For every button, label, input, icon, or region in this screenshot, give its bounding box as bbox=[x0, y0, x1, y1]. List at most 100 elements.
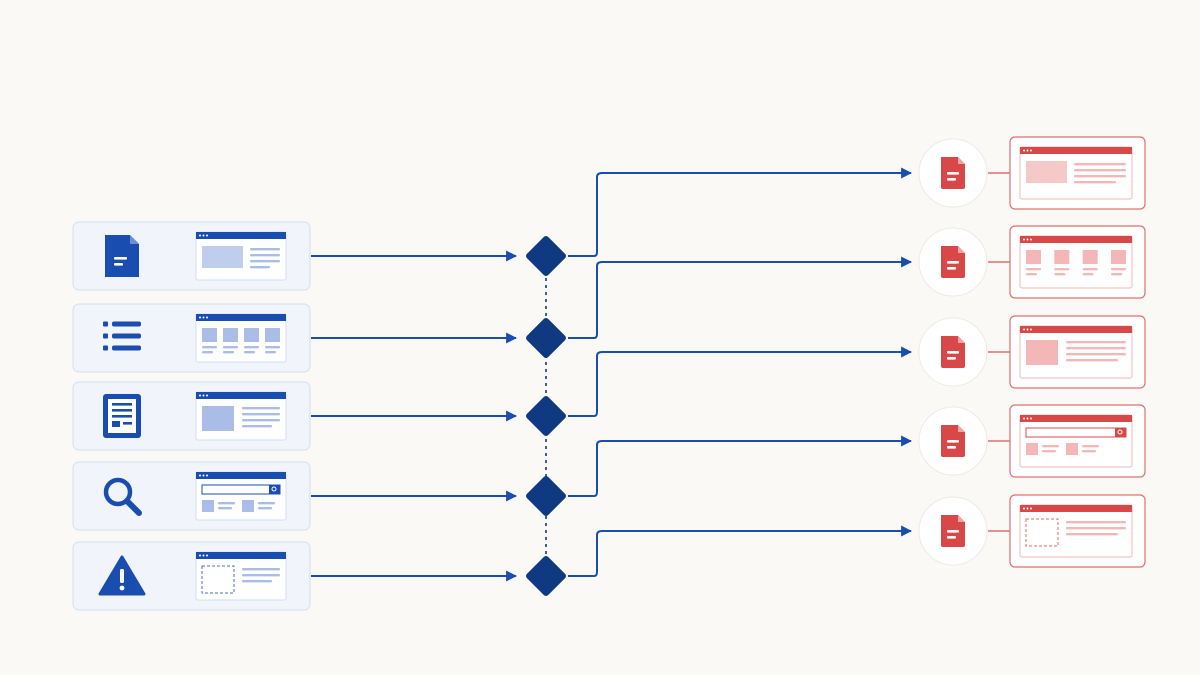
page-frame bbox=[195, 471, 287, 521]
window-dot bbox=[199, 394, 201, 397]
document-body bbox=[105, 235, 139, 277]
window-dot bbox=[199, 554, 201, 557]
window-dot bbox=[206, 474, 208, 477]
source-card bbox=[72, 221, 311, 291]
text-line bbox=[1066, 359, 1118, 362]
text-line bbox=[1054, 268, 1070, 271]
window-dot bbox=[1030, 507, 1032, 510]
window-dot bbox=[1026, 507, 1029, 510]
target-item bbox=[918, 494, 1146, 568]
file-line bbox=[947, 536, 956, 539]
source-page-thumbnail bbox=[195, 231, 287, 281]
text-line bbox=[1082, 273, 1094, 276]
result-thumb bbox=[1026, 443, 1038, 455]
file-line bbox=[947, 446, 956, 449]
file-line bbox=[947, 357, 956, 360]
text-line bbox=[1074, 163, 1126, 166]
grid-tile bbox=[244, 328, 259, 342]
warning-icon bbox=[98, 555, 146, 596]
text-line bbox=[1054, 273, 1066, 276]
target-item bbox=[918, 136, 1146, 210]
text-line bbox=[1074, 169, 1126, 172]
document-line bbox=[114, 263, 123, 266]
window-dot bbox=[206, 234, 208, 237]
search-box-icon bbox=[1117, 429, 1123, 435]
search-box bbox=[1025, 427, 1127, 438]
text-line bbox=[250, 260, 280, 263]
text-line bbox=[242, 425, 272, 428]
file-icon bbox=[918, 227, 988, 297]
search-icon bbox=[103, 477, 142, 516]
text-line bbox=[1111, 273, 1122, 276]
text-line bbox=[258, 502, 275, 505]
text-line bbox=[250, 266, 270, 269]
file-icon bbox=[918, 138, 988, 208]
search-box-button bbox=[269, 485, 280, 494]
grid-tile bbox=[223, 328, 238, 342]
text-line bbox=[265, 351, 276, 354]
file-fold bbox=[958, 157, 965, 164]
text-line bbox=[242, 407, 280, 410]
window-dot bbox=[199, 316, 201, 319]
file-line bbox=[947, 440, 959, 443]
text-line bbox=[242, 568, 280, 571]
text-line bbox=[1042, 445, 1059, 448]
list-bullet bbox=[103, 345, 108, 351]
target-column bbox=[918, 136, 1146, 568]
text-line bbox=[1082, 268, 1098, 271]
article-image bbox=[112, 421, 120, 427]
page-frame bbox=[1019, 414, 1133, 468]
list-bullet bbox=[103, 321, 108, 327]
page-header-bar bbox=[196, 232, 286, 239]
window-dot bbox=[1026, 328, 1029, 331]
grid-tile bbox=[265, 328, 280, 342]
source-card bbox=[72, 303, 311, 373]
text-line bbox=[265, 346, 280, 349]
article-line bbox=[112, 409, 132, 412]
target-page-thumbnail bbox=[1019, 504, 1133, 558]
text-line bbox=[1111, 268, 1126, 271]
window-dot bbox=[202, 316, 205, 319]
empty-placeholder bbox=[1025, 518, 1059, 547]
article-icon bbox=[103, 394, 141, 438]
file-line bbox=[947, 178, 956, 181]
window-dot bbox=[1023, 507, 1025, 510]
window-dot bbox=[202, 554, 205, 557]
page-header-bar bbox=[1020, 326, 1132, 333]
search-box-icon bbox=[271, 486, 277, 492]
decision-diamond bbox=[526, 396, 566, 436]
search-box-button bbox=[1115, 428, 1126, 437]
text-line bbox=[242, 419, 280, 422]
text-line bbox=[250, 254, 280, 257]
text-line bbox=[258, 507, 272, 510]
list-icon bbox=[103, 321, 141, 351]
window-dot bbox=[1030, 238, 1032, 241]
file-icon bbox=[918, 406, 988, 476]
file-line bbox=[947, 261, 959, 264]
file-icon bbox=[918, 317, 988, 387]
decision-column bbox=[526, 236, 566, 596]
file-fold bbox=[958, 425, 965, 432]
grid-tile bbox=[1054, 250, 1070, 264]
text-line bbox=[1066, 341, 1126, 344]
text-line bbox=[244, 351, 255, 354]
source-card bbox=[72, 461, 311, 531]
file-fold bbox=[958, 246, 965, 253]
list-line bbox=[112, 333, 141, 339]
page-header-bar bbox=[1020, 147, 1132, 154]
branch-connector bbox=[568, 167, 913, 257]
target-page-thumbnail bbox=[1019, 146, 1133, 200]
window-dot bbox=[206, 394, 208, 397]
empty-placeholder bbox=[201, 565, 235, 594]
page-header-bar bbox=[196, 472, 286, 479]
search-box bbox=[201, 484, 281, 495]
text-line bbox=[218, 502, 235, 505]
window-dot bbox=[1030, 328, 1032, 331]
window-dot bbox=[1026, 149, 1029, 152]
file-fold bbox=[958, 336, 965, 343]
window-dot bbox=[202, 394, 205, 397]
search-lens bbox=[103, 477, 133, 507]
decision-diamond bbox=[526, 318, 566, 358]
source-page-thumbnail bbox=[195, 471, 287, 521]
text-line bbox=[1066, 521, 1126, 524]
